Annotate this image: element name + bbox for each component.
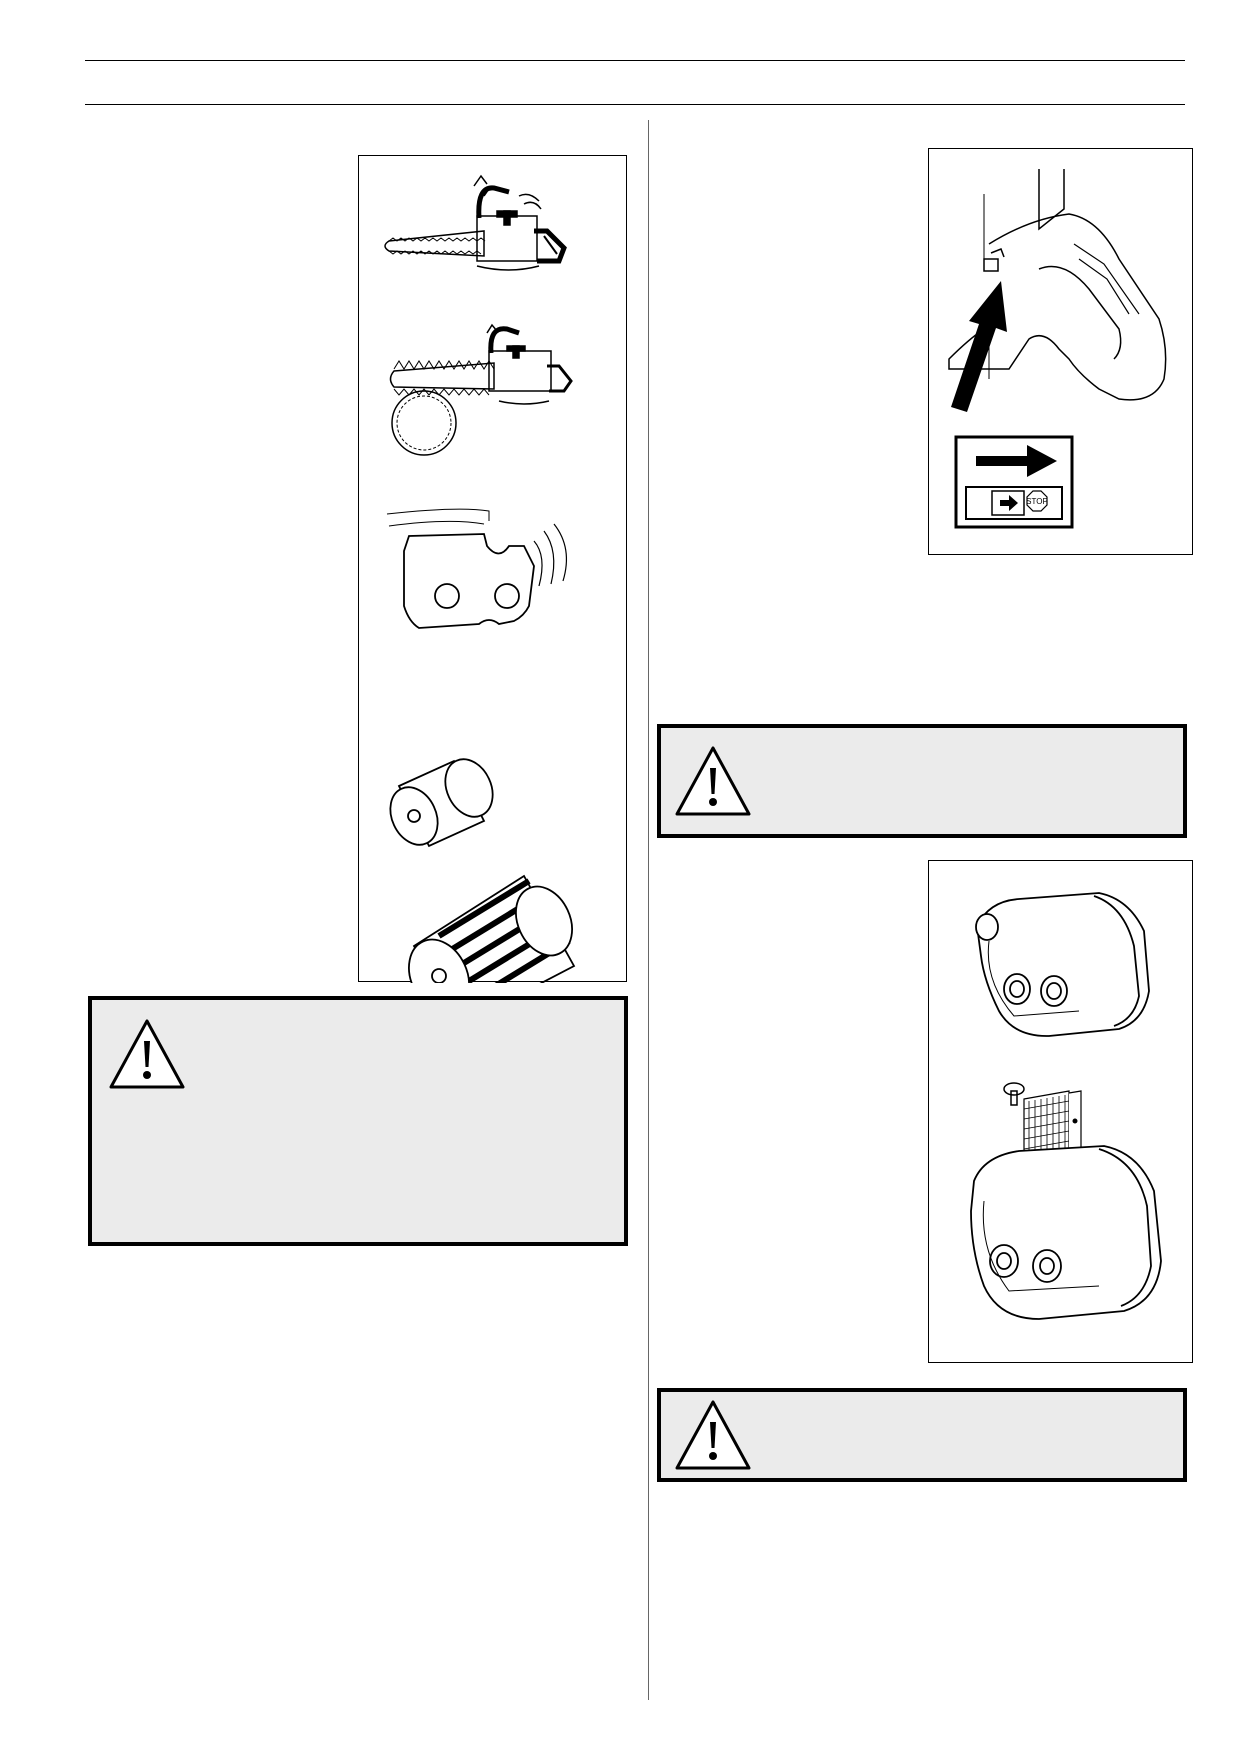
chainsaw-vibration-icon [384, 174, 567, 271]
right-arrow-icon [976, 445, 1057, 477]
figure-panel-stop-switch: STOP [928, 148, 1193, 555]
warning-triangle-icon [675, 746, 751, 816]
muffler-icon [975, 892, 1150, 1037]
warning-triangle-icon [675, 1400, 751, 1470]
figure-panel-vibration [358, 155, 627, 983]
warning-box-right-top [657, 724, 1187, 838]
warning-box-right-bottom [657, 1388, 1187, 1482]
chainsaw-cutting-log-icon [389, 323, 573, 456]
up-arrow-icon [951, 281, 1007, 412]
warning-box-left [88, 996, 628, 1246]
muffler-icon [970, 1145, 1162, 1320]
screw-icon [1003, 1082, 1025, 1106]
stop-switch-handle-icon [948, 169, 1167, 401]
column-divider [648, 120, 649, 1700]
stop-label-icon: STOP [1026, 490, 1048, 512]
figure-panel-muffler [928, 860, 1193, 1363]
chain-cutter-tooth-icon [386, 508, 568, 629]
header-rule-top [85, 60, 1185, 61]
anti-vibration-dampers-icon [389, 758, 576, 983]
stop-label-text: STOP [1026, 497, 1048, 506]
header-rule-bottom [85, 104, 1185, 105]
warning-triangle-icon [109, 1019, 185, 1089]
